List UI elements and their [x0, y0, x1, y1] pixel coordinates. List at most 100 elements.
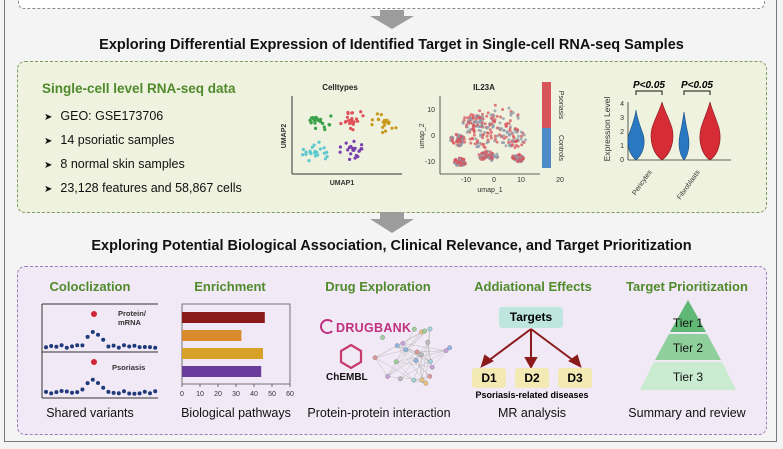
cell-point [348, 121, 352, 126]
top-panel-edge [18, 0, 765, 9]
cell-point [493, 103, 497, 107]
variant-point [106, 389, 111, 394]
cell-point [318, 147, 323, 151]
tier2-label: Tier 2 [673, 341, 704, 355]
ppi-node [380, 335, 385, 340]
variant-point [96, 332, 100, 337]
cell-point [383, 129, 388, 133]
cell-point [480, 151, 484, 155]
cell-point [307, 159, 311, 163]
variant-point [70, 390, 74, 395]
heading-bottom: Exploring Potential Biological Associati… [91, 238, 692, 254]
cell-point [359, 110, 363, 114]
cell-point [344, 141, 348, 145]
cell-point [473, 142, 477, 146]
cell-point [507, 122, 511, 125]
cell-point [489, 113, 493, 117]
drugbank-label: DRUGBANK [336, 321, 412, 335]
enrichment-bar [182, 330, 242, 341]
cell-point [350, 111, 354, 115]
cell-point [495, 134, 499, 138]
cell-point [485, 134, 489, 138]
cell-point [472, 130, 476, 134]
ppi-node [393, 359, 399, 365]
cell-point [463, 140, 467, 144]
il23a-cells [449, 103, 527, 167]
tier3-label: Tier 3 [673, 370, 704, 384]
prior-caption: Summary and review [628, 406, 746, 420]
cell-point [477, 144, 481, 148]
umap-il23a-title: IL23A [473, 83, 495, 92]
bullet-3: ➤8 normal skin samples [44, 157, 185, 171]
cell-point [488, 128, 492, 132]
violin-ylabel: Expression Level [602, 97, 612, 162]
cell-point [338, 150, 342, 154]
cell-point [502, 134, 505, 138]
umap-celltypes-plot: Celltypes UMAP1 UMAP2 [281, 83, 402, 187]
cell-point [504, 122, 508, 126]
disease-d1: D1 [472, 368, 506, 388]
cell-point [489, 136, 493, 140]
enrichment-bar [182, 312, 265, 323]
variant-point [75, 390, 80, 395]
violin-group-pericytes: Pericytes [631, 169, 654, 197]
cell-point [509, 112, 513, 116]
violin-group-fibroblasts: Fibroblasts [676, 169, 702, 201]
cell-point [345, 115, 349, 119]
lead-variant-point [91, 311, 97, 317]
variant-point [101, 337, 106, 342]
cell-point [520, 134, 523, 138]
cell-point [450, 138, 454, 142]
cell-point [477, 128, 481, 132]
diseases-label: Psoriasis-related diseases [475, 390, 589, 400]
variant-point [85, 381, 90, 386]
cell-point [479, 157, 483, 161]
cell-point [500, 127, 504, 130]
ppi-node [419, 377, 425, 383]
enrichment-xtick: 60 [286, 391, 294, 398]
colocalization-plot: Protein/ mRNA Psoriasis [41, 303, 158, 399]
cell-point [304, 150, 308, 154]
cell-point [499, 115, 503, 119]
chembl-hexagon-icon [339, 343, 363, 370]
cell-point [329, 114, 333, 118]
umap-celltypes-xlabel: UMAP1 [330, 180, 355, 187]
cell-point [459, 143, 463, 147]
cell-point [508, 132, 511, 136]
cell-point [502, 129, 506, 132]
ppi-node [418, 352, 424, 357]
cell-point [308, 149, 312, 153]
cell-point [485, 141, 489, 145]
enrichment-bar [182, 366, 262, 377]
violin-ytick-1: 1 [620, 143, 624, 150]
scrna-title: Single-cell level RNA-seq data [42, 81, 236, 96]
cell-point [314, 115, 318, 119]
ppi-node [425, 339, 431, 345]
cell-point [351, 122, 355, 126]
cell-point [504, 144, 508, 148]
enrich-title: Enrichment [194, 279, 266, 294]
tier1-shape [670, 300, 706, 332]
cell-point [322, 151, 326, 155]
ppi-node [422, 328, 427, 334]
cell-point [459, 163, 463, 166]
cell-point [314, 126, 318, 130]
variant-point [80, 343, 85, 348]
cell-point [493, 120, 497, 124]
variant-point [132, 391, 137, 396]
variant-point [137, 345, 142, 350]
tier2-shape [655, 334, 721, 360]
variant-point [64, 389, 69, 394]
down-arrow-icon [370, 212, 414, 233]
variant-point [96, 381, 100, 385]
cell-point [513, 139, 517, 143]
cell-point [495, 152, 499, 156]
cell-point [520, 143, 524, 147]
ppi-node [394, 343, 400, 348]
variant-point [111, 343, 116, 348]
ppi-node [428, 359, 433, 364]
chembl-label: ChEMBL [326, 372, 368, 383]
cell-point [489, 116, 493, 120]
cell-point [485, 131, 489, 135]
cell-point [458, 157, 462, 161]
